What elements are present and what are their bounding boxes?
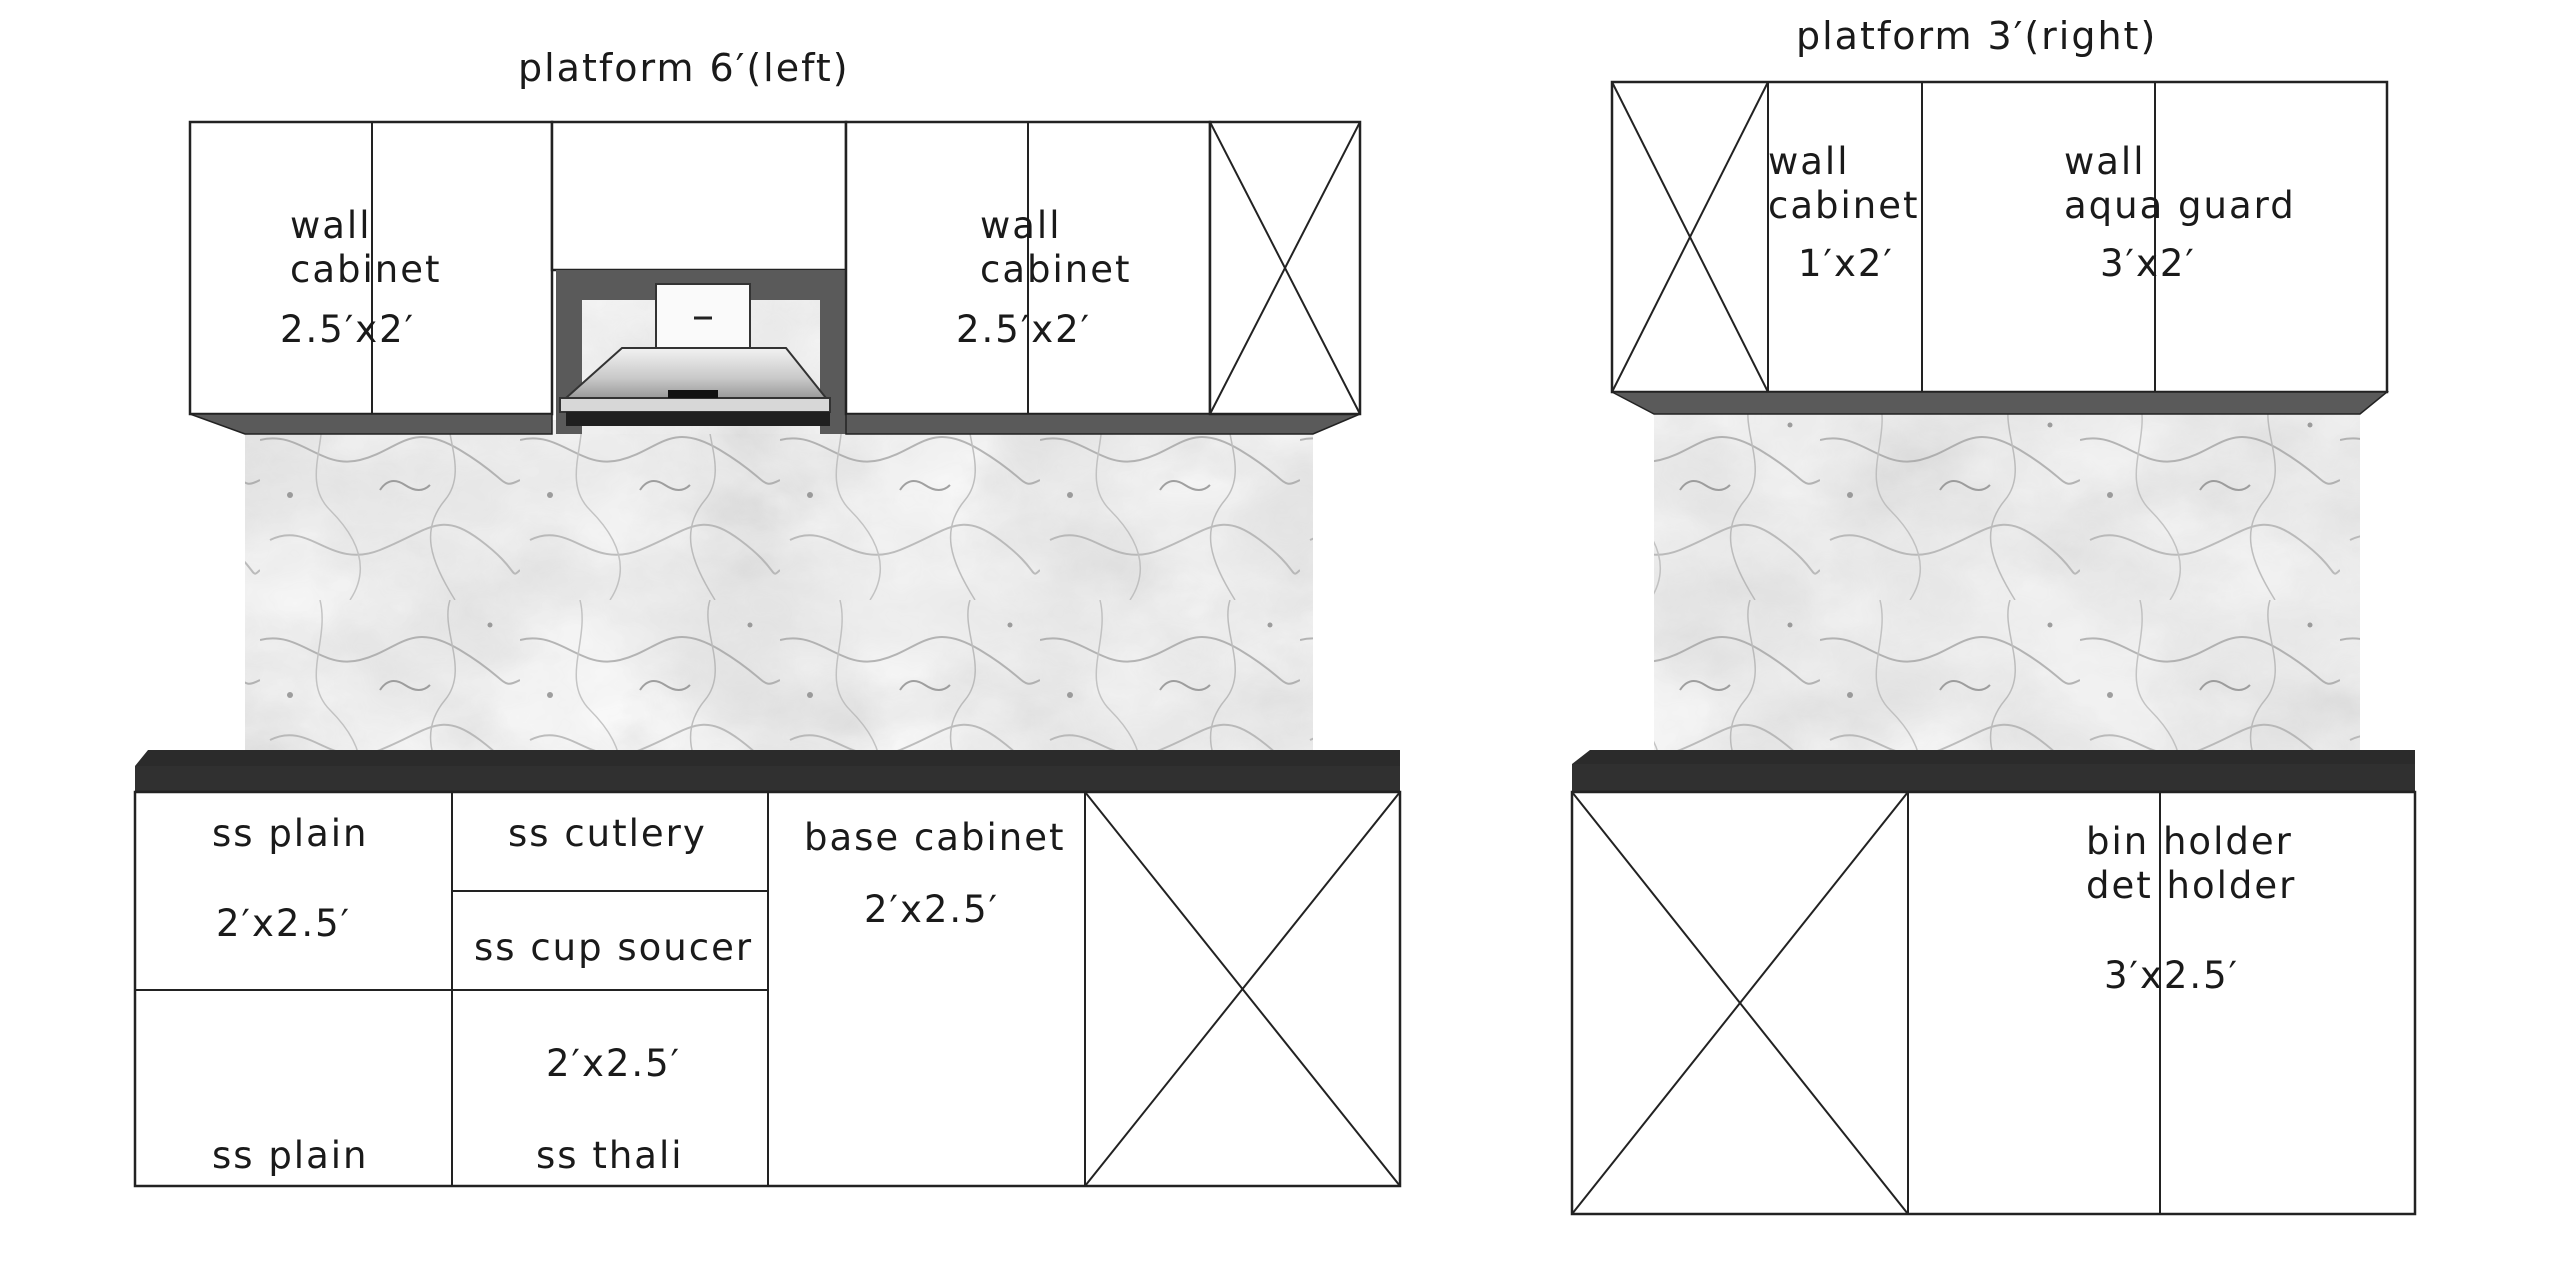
det-holder-line2: det holder — [2086, 864, 2297, 907]
right-wall-cabinets — [1610, 80, 2390, 415]
right-countertop — [1572, 750, 2415, 792]
bin-holder-line1: bin holder — [2086, 820, 2293, 863]
left-countertop — [135, 750, 1400, 792]
left-platform — [133, 120, 1402, 1188]
ss-plain-top-label: ss plain — [212, 812, 369, 855]
left-wall-cabinet-2-line2: cabinet — [980, 248, 1132, 291]
base-cabinet-size: 2′x2.5′ — [864, 888, 1000, 931]
left-wall-cabinet-2-line1: wall — [980, 204, 1062, 247]
left-blank-wall-cabinet — [1208, 120, 1362, 416]
left-wall-cabinet-1-line2: cabinet — [290, 248, 442, 291]
aqua-guard-line1: wall — [2064, 140, 2146, 183]
right-base-size: 3′x2.5′ — [2104, 954, 2240, 997]
ss-plain-top-size: 2′x2.5′ — [216, 902, 352, 945]
right-backsplash — [1654, 412, 2360, 750]
right-platform-title: platform 3′(right) — [1796, 14, 2158, 58]
right-wall-cabinet-size: 1′x2′ — [1798, 242, 1894, 285]
base-cabinet-label: base cabinet — [804, 816, 1066, 859]
ss-plain-bottom-label: ss plain — [212, 1134, 369, 1177]
aqua-guard-size: 3′x2′ — [2100, 242, 2196, 285]
chimney-hood — [550, 120, 848, 434]
ss-thali-size: 2′x2.5′ — [546, 1042, 682, 1085]
left-wall-cabinet-1-size: 2.5′x2′ — [280, 308, 416, 351]
left-backsplash — [245, 420, 1313, 750]
left-base-cabinets — [133, 790, 1402, 1188]
ss-cutlery-label: ss cutlery — [508, 812, 707, 855]
right-wall-cabinet-line1: wall — [1768, 140, 1850, 183]
left-wall-cabinet-2-size: 2.5′x2′ — [956, 308, 1092, 351]
right-base-cabinets — [1570, 790, 2417, 1216]
ss-thali-label: ss thali — [536, 1134, 684, 1177]
aqua-guard-line2: aqua guard — [2064, 184, 2296, 227]
right-wall-cabinet-line2: cabinet — [1768, 184, 1920, 227]
right-platform — [1570, 80, 2417, 1216]
ss-cup-soucer-label: ss cup soucer — [474, 926, 754, 969]
left-wall-cabinet-2 — [844, 120, 1361, 435]
left-platform-title: platform 6′(left) — [518, 46, 850, 90]
left-wall-cabinet-1-line1: wall — [290, 204, 372, 247]
